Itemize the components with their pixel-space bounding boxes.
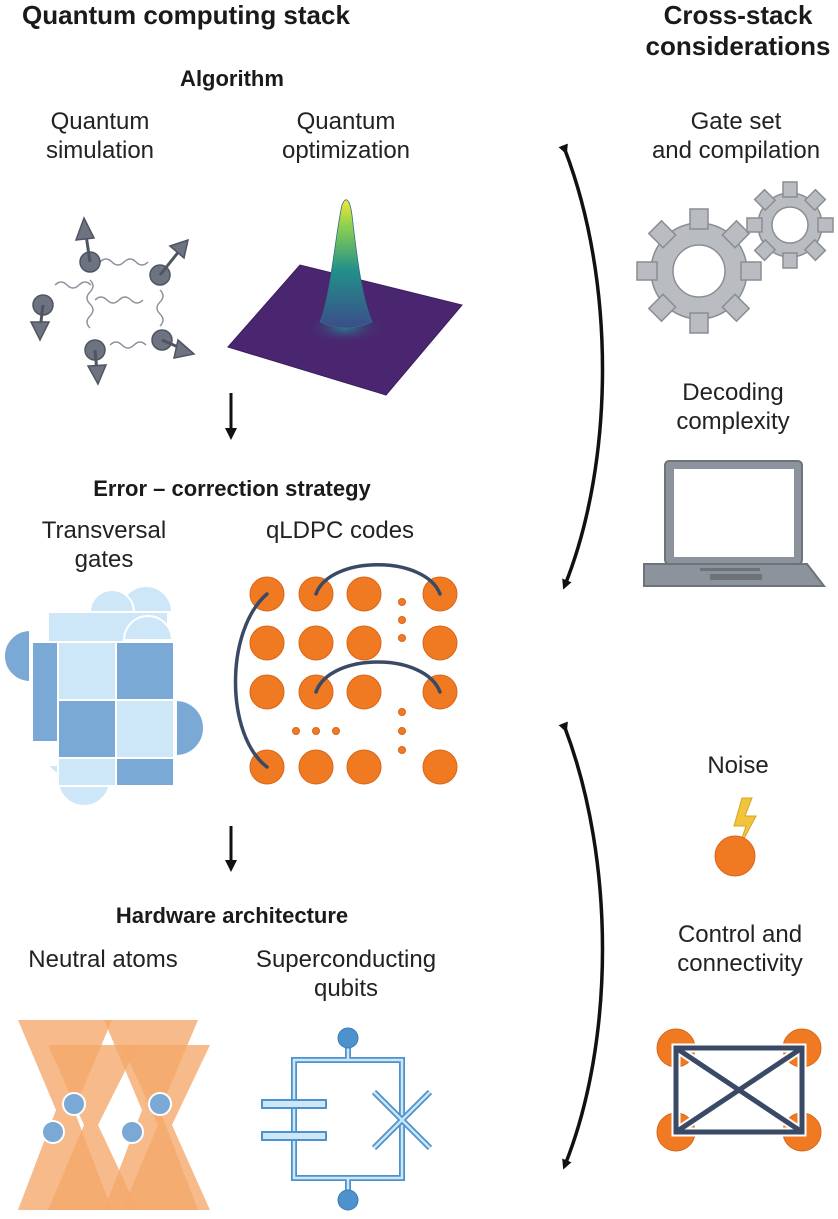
decoding-line2: complexity xyxy=(676,407,790,435)
trans-line1: Transversal xyxy=(41,517,167,544)
gate-line1: Gate set xyxy=(690,108,782,135)
cross-title-line1: Cross-stack xyxy=(663,0,813,30)
capacitor-icon xyxy=(261,1099,327,1141)
sim-line1: Quantum xyxy=(50,108,150,135)
control-line2: connectivity xyxy=(677,949,803,977)
gate-set-label: Gate set and compilation xyxy=(652,108,820,166)
curved-arrow-lower xyxy=(558,721,605,1170)
sc-line2: qubits xyxy=(313,974,379,1002)
qubit-icon xyxy=(714,835,756,877)
transversal-gates-icon xyxy=(3,585,205,807)
error-correction-heading: Error – correction strategy xyxy=(93,476,371,501)
lightning-bolt-icon xyxy=(733,797,757,851)
josephson-junction-inner xyxy=(373,1091,431,1149)
qldpc-codes-icon xyxy=(233,563,458,785)
stack-title: Quantum computing stack xyxy=(22,0,350,30)
opt-line1: Quantum xyxy=(296,108,396,135)
qldpc-codes-label: qLDPC codes xyxy=(265,517,415,544)
decoding-line1: Decoding xyxy=(682,379,784,406)
noise-label: Noise xyxy=(707,752,769,779)
gate-line2: and compilation xyxy=(651,136,821,164)
cross-title-line2: considerations xyxy=(645,31,831,62)
circuit-icon xyxy=(291,1048,405,1192)
algorithm-heading: Algorithm xyxy=(180,66,284,91)
trans-line2: gates xyxy=(74,545,134,573)
tweezer-beam-icon xyxy=(18,1020,210,1210)
cross-stack-title: Cross-stack considerations xyxy=(646,0,831,62)
curved-arrow-upper xyxy=(558,143,605,590)
decoding-complexity-label: Decoding complexity xyxy=(676,379,789,437)
superconducting-qubits-label: Superconducting qubits xyxy=(256,946,436,1004)
neutral-atoms-label: Neutral atoms xyxy=(28,946,178,973)
quantum-optimization-label: Quantum optimization xyxy=(282,108,410,166)
transversal-gates-label: Transversal gates xyxy=(42,517,166,575)
sc-line1: Superconducting xyxy=(255,946,437,973)
gear-icon xyxy=(636,181,834,334)
spin-particles xyxy=(29,216,196,386)
control-line1: Control and xyxy=(677,921,803,948)
neutral-atom-dots xyxy=(41,1092,172,1144)
gaussian-surface-icon xyxy=(227,199,463,396)
laptop-icon xyxy=(643,460,827,587)
spin-network-icon xyxy=(54,258,164,349)
circuit-terminals xyxy=(337,1027,359,1211)
circuit-inner xyxy=(292,1048,404,1192)
sim-line2: simulation xyxy=(45,136,155,164)
control-connectivity-label: Control and connectivity xyxy=(677,921,802,979)
hardware-heading: Hardware architecture xyxy=(115,903,349,928)
connectivity-icon xyxy=(656,1028,822,1152)
quantum-simulation-label: Quantum simulation xyxy=(46,108,154,166)
opt-line2: optimization xyxy=(281,136,411,164)
